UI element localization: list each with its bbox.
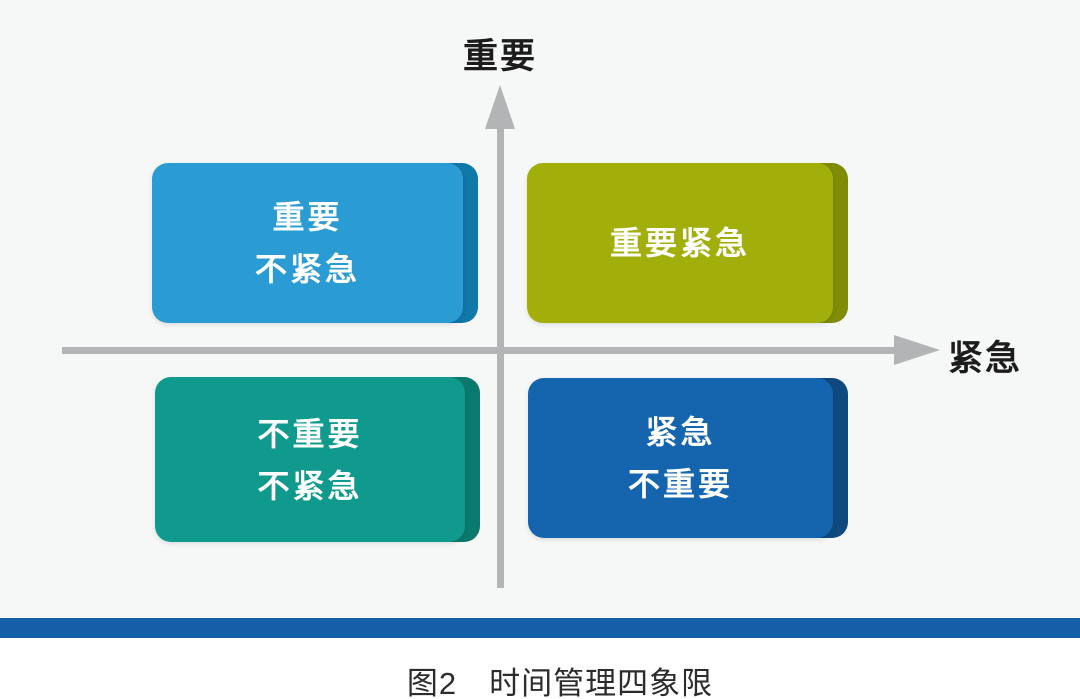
quadrant-label-line: 不重要 xyxy=(627,466,733,502)
quadrant-diagram: 重要 紧急 重要 不紧急 重要紧急 不重要 不紧急 xyxy=(62,37,1023,588)
quadrant-important-urgent: 重要紧急 xyxy=(527,163,848,323)
quadrant-not-important-not-urgent: 不重要 不紧急 xyxy=(155,377,480,542)
x-axis-arrow-icon xyxy=(894,335,940,365)
x-axis-line xyxy=(62,347,902,354)
x-axis-label: 紧急 xyxy=(948,339,1023,378)
quadrant-face: 重要紧急 xyxy=(527,163,833,323)
y-axis-label: 重要 xyxy=(462,37,537,76)
quadrant-face: 紧急 不重要 xyxy=(528,378,833,538)
quadrant-urgent-not-important: 紧急 不重要 xyxy=(528,378,848,538)
quadrant-label-line: 不重要 xyxy=(257,415,363,452)
y-axis-arrow-icon xyxy=(485,85,515,129)
quadrant-face: 重要 不紧急 xyxy=(152,163,463,323)
quadrant-face: 不重要 不紧急 xyxy=(155,377,465,542)
quadrant-label-line: 重要紧急 xyxy=(609,225,750,261)
quadrant-label-line: 不紧急 xyxy=(257,467,363,504)
quadrant-label-line: 紧急 xyxy=(645,414,716,450)
quadrant-label-line: 不紧急 xyxy=(254,251,360,287)
divider-bar xyxy=(0,618,1080,638)
figure-caption: 图2 时间管理四象限 xyxy=(406,666,714,699)
quadrant-important-not-urgent: 重要 不紧急 xyxy=(152,163,478,323)
quadrant-label-line: 重要 xyxy=(272,199,343,235)
